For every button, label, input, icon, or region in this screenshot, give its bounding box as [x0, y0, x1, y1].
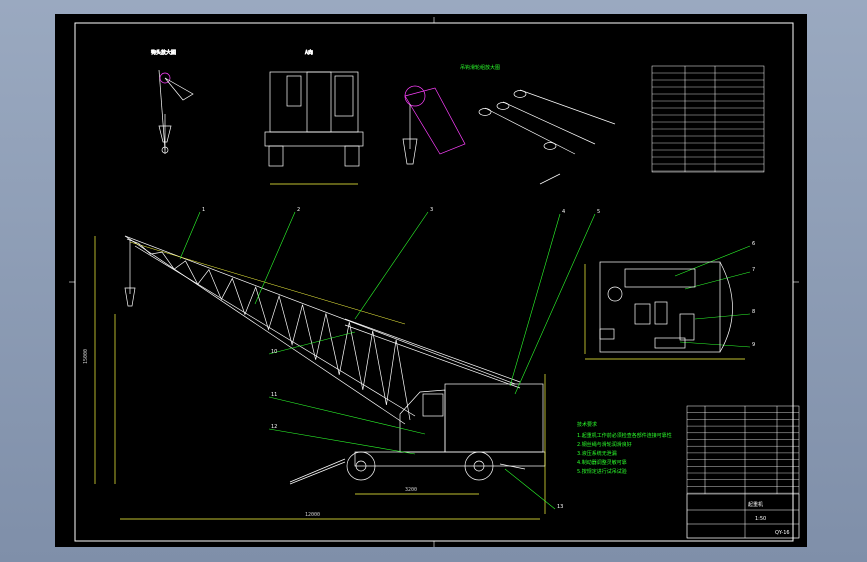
callout-label: 11 [271, 392, 277, 398]
callout-label: 8 [752, 309, 755, 315]
parameter-table [651, 65, 765, 173]
notes-heading: 技术要求 [577, 421, 597, 428]
callout-label: 1 [202, 207, 205, 213]
leader-line [679, 341, 751, 348]
drawing-sheet[interactable]: 钩头放大图 A向 [55, 14, 807, 547]
leader-line [509, 213, 561, 387]
pulley-detail-view: 吊钩滑轮组放大图 [402, 64, 616, 185]
note-2: 2.钢丝绳与滑轮润滑良好 [577, 441, 632, 448]
leader-line [674, 245, 751, 277]
leader-line [354, 211, 429, 320]
leader-line [514, 213, 596, 395]
front-view: A向 [264, 49, 364, 185]
wheelbase-dimension: 3200 [405, 487, 417, 493]
leader-line [268, 396, 426, 435]
hook-detail-title: 钩头放大图 [151, 49, 176, 56]
parameter-table-rows [652, 72, 764, 172]
leader-line [179, 211, 201, 260]
crane-elevation-view: 12000 3200 15000 [83, 235, 546, 520]
height-dimension: 15000 [83, 349, 89, 364]
callout-label: 10 [271, 349, 277, 355]
overall-length-dimension: 12000 [305, 512, 320, 518]
drawing-frame [74, 22, 794, 542]
callout-label: 4 [562, 209, 565, 215]
hydraulic-detail-view [584, 261, 745, 360]
leader-line [504, 468, 556, 510]
title-block [686, 405, 800, 539]
callout-label: 7 [752, 267, 755, 273]
callout-label: 5 [597, 209, 600, 215]
leader-line [684, 271, 751, 290]
note-3: 3.液压系统无泄漏 [577, 450, 617, 457]
leader-line [694, 313, 751, 320]
callout-label: 9 [752, 342, 755, 348]
bom-rows [687, 412, 799, 494]
pulley-detail-note: 吊钩滑轮组放大图 [460, 64, 500, 71]
note-4: 4.制动器调整灵敏可靠 [577, 459, 627, 466]
note-5: 5.按规定进行试吊试验 [577, 468, 627, 475]
callout-label: 2 [297, 207, 300, 213]
drawing-canvas[interactable]: 钩头放大图 A向 [55, 14, 807, 547]
hook-detail-view: 钩头放大图 [151, 49, 194, 154]
callout-label: 3 [430, 207, 433, 213]
callout-label: 13 [557, 504, 563, 510]
technical-notes: 技术要求 1.起重机工作前必须检查各部件连接可靠性 2.钢丝绳与滑轮润滑良好 3… [577, 421, 672, 475]
leader-line [268, 331, 356, 355]
leader-line [254, 211, 296, 305]
callout-label: 12 [271, 424, 277, 430]
title-block-scale: 1:50 [755, 516, 766, 522]
callout-label: 6 [752, 241, 755, 247]
leader-line [268, 428, 416, 455]
title-block-name: 起重机 [748, 501, 763, 508]
note-1: 1.起重机工作前必须检查各部件连接可靠性 [577, 432, 672, 439]
front-view-label: A向 [305, 49, 313, 56]
title-block-code: QY-16 [775, 530, 790, 536]
